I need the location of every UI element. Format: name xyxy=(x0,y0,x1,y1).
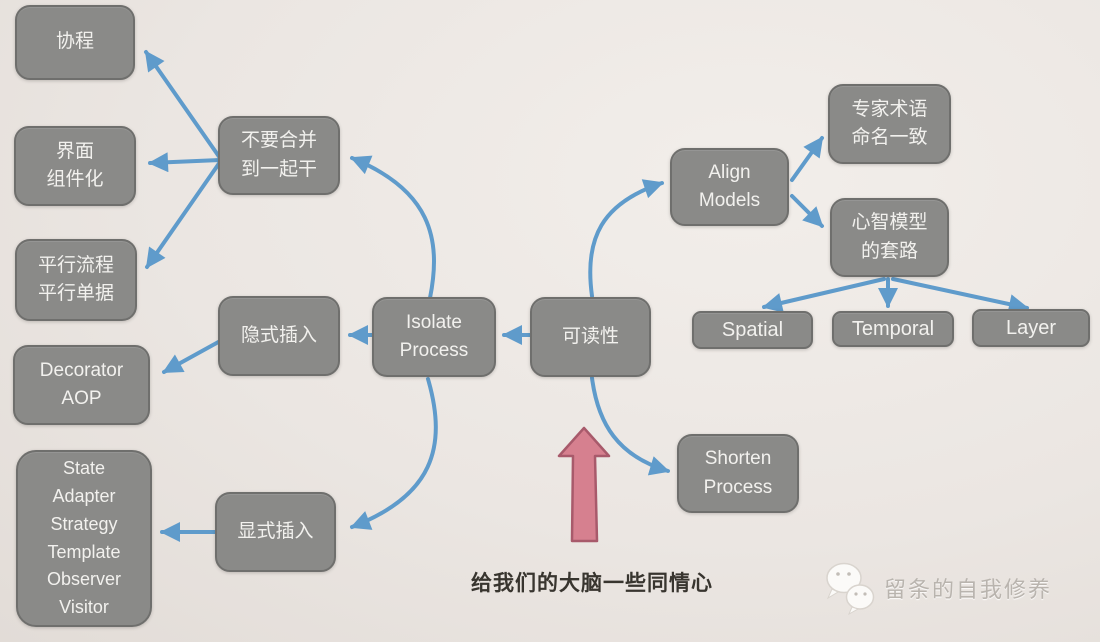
node-layer: Layer xyxy=(972,309,1090,347)
edge-readability-align xyxy=(588,179,664,298)
edge-mental-spatial xyxy=(762,277,886,313)
node-isolate-process: Isolate Process xyxy=(372,297,496,377)
node-temporal: Temporal xyxy=(832,311,954,347)
node-align-models: Align Models xyxy=(670,148,789,226)
node-explicit-insert: 显式插入 xyxy=(215,492,336,572)
node-shorten-process: Shorten Process xyxy=(677,434,799,513)
node-readability: 可读性 xyxy=(530,297,651,377)
edge-implicit-decorator xyxy=(162,338,224,374)
emphasis-up-arrow xyxy=(557,426,611,543)
node-decorator-aop: Decorator AOP xyxy=(13,345,150,425)
watermark-text: 留条的自我修养 xyxy=(884,577,1053,602)
wechat-icon xyxy=(826,562,875,616)
node-mental-model: 心智模型 的套路 xyxy=(830,198,949,277)
node-spatial: Spatial xyxy=(692,311,813,349)
edge-align-expertterms xyxy=(790,136,824,182)
node-implicit-insert: 隐式插入 xyxy=(218,296,340,376)
caption-text: 给我们的大脑一些同情心 xyxy=(471,572,713,595)
edge-readability-shorten xyxy=(590,376,670,476)
node-design-patterns: State Adapter Strategy Template Observer… xyxy=(16,450,152,627)
node-expert-terms: 专家术语 命名一致 xyxy=(828,84,951,164)
edge-isolate-explicit xyxy=(350,377,438,530)
watermark: 留条的自我修养 xyxy=(822,556,1082,620)
node-coroutine: 协程 xyxy=(15,5,135,80)
node-parallel-flow: 平行流程 平行单据 xyxy=(15,239,137,321)
node-ui-componentize: 界面 组件化 xyxy=(14,126,136,206)
edge-dontmerge-parallel xyxy=(145,160,222,269)
edge-dontmerge-ui xyxy=(148,152,222,173)
edge-dontmerge-coroutine xyxy=(144,50,222,160)
edge-align-mentalmodel xyxy=(790,194,824,228)
edge-isolate-dontmerge xyxy=(350,155,436,300)
edge-mental-layer xyxy=(891,277,1029,314)
node-dont-merge: 不要合并 到一起干 xyxy=(218,116,340,195)
